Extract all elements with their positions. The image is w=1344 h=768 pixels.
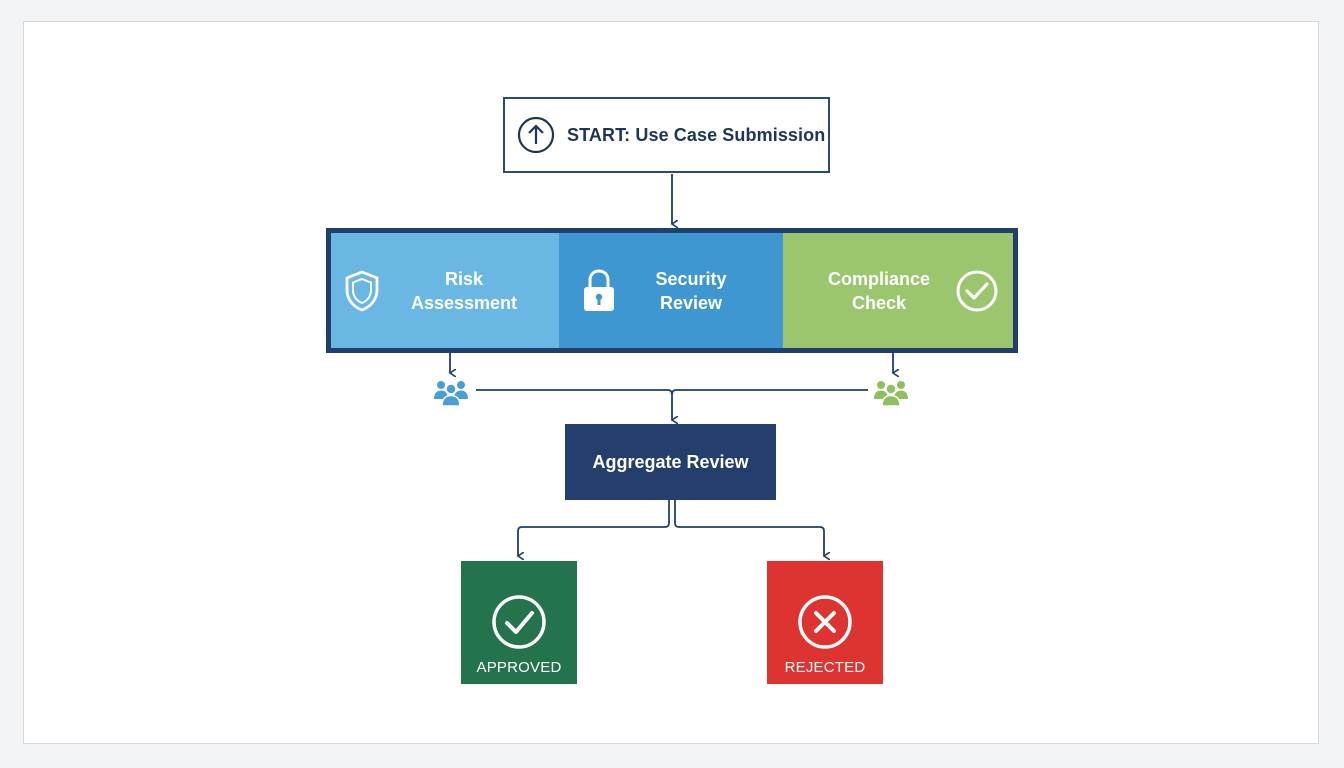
team-icon (433, 377, 469, 407)
approved-label: APPROVED (476, 659, 562, 676)
lock-icon (581, 268, 617, 314)
stage-risk-label-line1: Risk (444, 268, 484, 289)
approved-node: APPROVED (461, 561, 577, 684)
stage-risk-label-line2: Assessment (410, 292, 518, 313)
x-circle-icon (796, 593, 854, 651)
aggregate-review-node: Aggregate Review (565, 424, 776, 500)
review-stages: Risk Assessment Security Review Complian… (326, 228, 1018, 353)
check-circle-icon (955, 269, 999, 313)
rejected-node: REJECTED (767, 561, 883, 684)
start-label: START: Use Case Submission (567, 124, 826, 145)
stage-security-label-line2: Review (659, 292, 723, 313)
start-node: START: Use Case Submission (503, 97, 830, 173)
rejected-label: REJECTED (784, 659, 866, 676)
stage-compliance-label-line2: Check (851, 292, 907, 313)
shield-icon (343, 269, 381, 313)
stage-compliance-label-line1: Compliance (827, 268, 931, 289)
stage-security-review: Security Review (559, 233, 783, 348)
arrow-up-circle-icon (517, 116, 555, 154)
stage-risk-assessment: Risk Assessment (331, 233, 559, 348)
team-icon (873, 377, 909, 407)
stage-security-label-line1: Security (655, 268, 727, 289)
aggregate-review-label: Aggregate Review (592, 451, 749, 472)
check-circle-icon (490, 593, 548, 651)
stage-compliance-check: Compliance Check (783, 233, 1013, 348)
